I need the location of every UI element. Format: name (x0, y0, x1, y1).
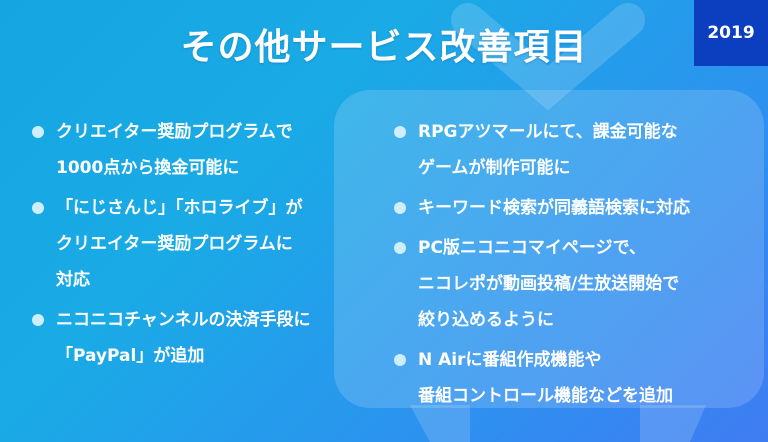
bullet-item: N Airに番組作成機能や 番組コントロール機能などを追加 (392, 342, 752, 414)
left-bullet-list: クリエイター奨励プログラムで 1000点から換金可能に 「にじさんじ」「ホロライ… (30, 114, 370, 378)
bullet-dot-icon (32, 314, 44, 326)
bullet-line: キーワード検索が同義語検索に対応 (418, 198, 690, 218)
bullet-line: 番組コントロール機能などを追加 (418, 386, 673, 406)
bullet-dot-icon (32, 126, 44, 138)
bullet-dot-icon (394, 354, 406, 366)
bullet-line: N Airに番組作成機能や (418, 350, 602, 370)
bullet-line: 1000点から換金可能に (56, 158, 240, 178)
bullet-line: ゲームが制作可能に (418, 158, 571, 178)
slide-title: その他サービス改善項目 (180, 27, 588, 68)
bullet-item: 「にじさんじ」「ホロライブ」が クリエイター奨励プログラムに 対応 (30, 190, 370, 298)
bullet-dot-icon (394, 126, 406, 138)
bullet-line: ニコニコチャンネルの決済手段に (56, 310, 311, 330)
bullet-dot-icon (394, 202, 406, 214)
bullet-item: クリエイター奨励プログラムで 1000点から換金可能に (30, 114, 370, 186)
bullet-item: ニコニコチャンネルの決済手段に 「PayPal」が追加 (30, 302, 370, 374)
bullet-line: 「PayPal」が追加 (56, 346, 205, 366)
bullet-line: 「にじさんじ」「ホロライブ」が (56, 198, 303, 218)
bullet-dot-icon (32, 202, 44, 214)
right-bullet-list: RPGアツマールにて、課金可能な ゲームが制作可能に キーワード検索が同義語検索… (392, 114, 752, 418)
bullet-line: クリエイター奨励プログラムで (56, 122, 293, 142)
bullet-dot-icon (394, 242, 406, 254)
bullet-line: PC版ニコニコマイページで、 (418, 238, 646, 258)
bullet-line: 対応 (56, 270, 90, 290)
bullet-line: クリエイター奨励プログラムに (56, 234, 293, 254)
bullet-item: PC版ニコニコマイページで、 ニコレポが動画投稿/生放送開始で 絞り込めるように (392, 230, 752, 338)
bullet-line: RPGアツマールにて、課金可能な (418, 122, 678, 142)
bullet-item: RPGアツマールにて、課金可能な ゲームが制作可能に (392, 114, 752, 186)
bullet-line: ニコレポが動画投稿/生放送開始で (418, 274, 680, 294)
year-badge: 2019 (694, 0, 768, 66)
bullet-item: キーワード検索が同義語検索に対応 (392, 190, 752, 226)
bullet-line: 絞り込めるように (418, 310, 554, 330)
